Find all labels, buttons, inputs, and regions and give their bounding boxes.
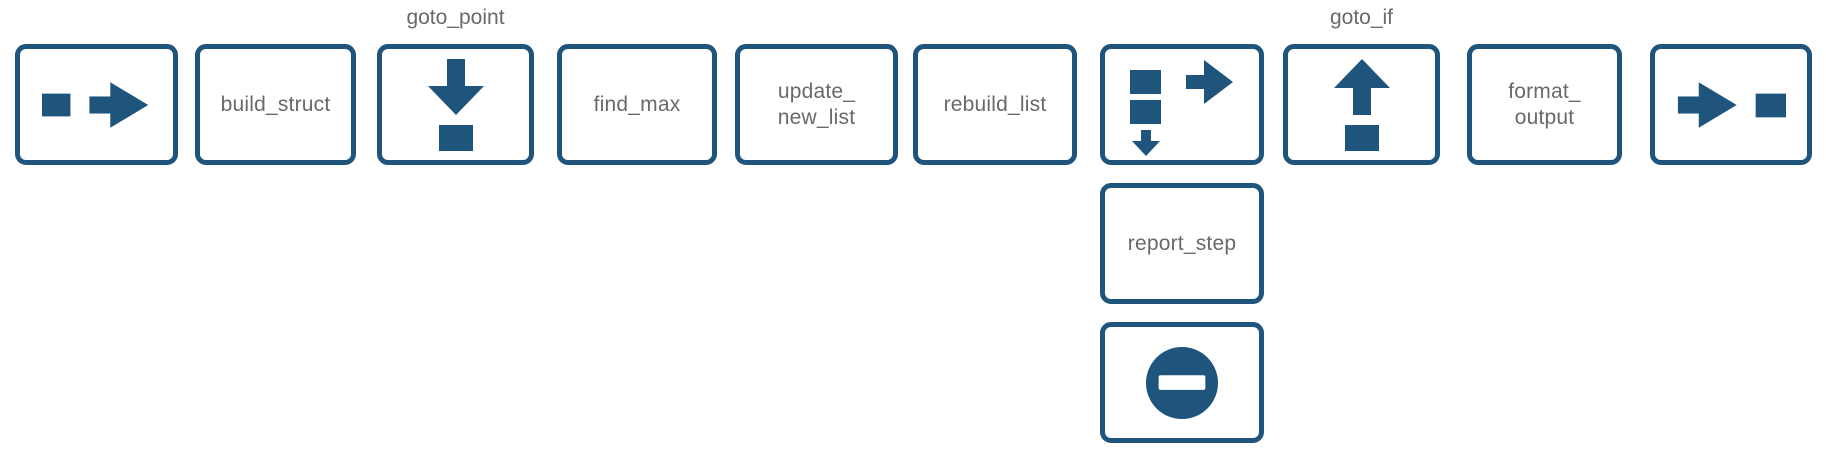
caption-goto-if: goto_if	[1329, 6, 1394, 29]
minus-circle-icon	[1145, 346, 1219, 419]
block-start[interactable]	[15, 44, 178, 165]
block-goto-if[interactable]	[1283, 44, 1440, 165]
block-label-rebuild-list: rebuild_list	[943, 92, 1047, 116]
block-rebuild-list[interactable]: rebuild_list	[913, 44, 1077, 165]
block-halt[interactable]	[1100, 322, 1264, 443]
block-label-build-struct: build_struct	[220, 92, 331, 116]
right-arrow-then-square-icon	[1677, 81, 1786, 128]
down-arrow-to-square-icon	[427, 58, 484, 151]
block-find-max[interactable]: find_max	[557, 44, 717, 165]
block-end[interactable]	[1650, 44, 1812, 165]
block-report-step[interactable]: report_step	[1100, 183, 1264, 304]
block-goto-point[interactable]	[377, 44, 534, 165]
block-subroutine-branch[interactable]	[1100, 44, 1264, 165]
stacked-squares-branch-arrow-icon	[1130, 59, 1233, 156]
caption-goto-point: goto_point	[406, 6, 505, 29]
square-then-right-arrow-icon	[41, 81, 148, 128]
block-label-update-new-list: update_ new_list	[777, 79, 856, 129]
block-build-struct[interactable]: build_struct	[195, 44, 356, 165]
block-format-output[interactable]: format_ output	[1467, 44, 1622, 165]
block-label-format-output: format_ output	[1508, 79, 1581, 129]
block-label-report-step: report_step	[1127, 231, 1237, 255]
block-label-find-max: find_max	[593, 92, 681, 116]
up-arrow-over-square-icon	[1333, 58, 1390, 151]
block-update-new-list[interactable]: update_ new_list	[735, 44, 898, 165]
